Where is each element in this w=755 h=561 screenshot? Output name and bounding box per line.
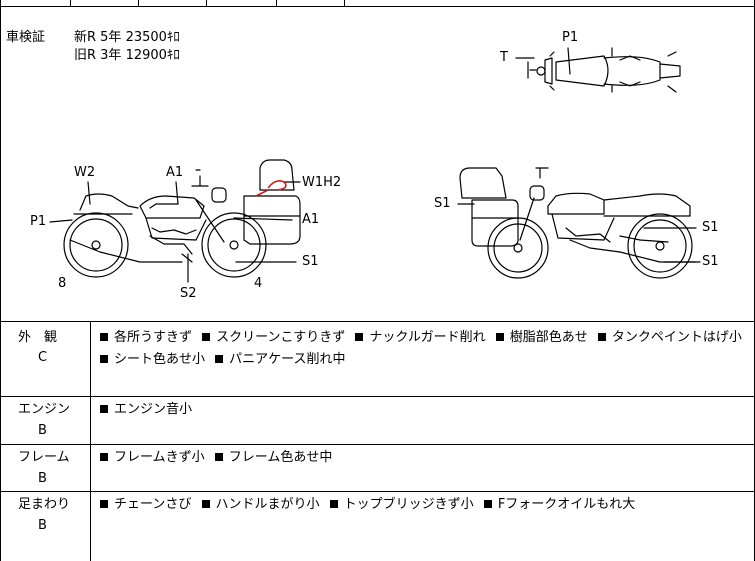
inspection-label: 車検証 bbox=[6, 30, 46, 45]
label-left-w2: W2 bbox=[74, 165, 96, 180]
bullet-icon bbox=[201, 500, 210, 508]
label-left-p1: P1 bbox=[30, 214, 47, 229]
label-left-s1: S1 bbox=[302, 254, 319, 269]
top-border bbox=[0, 6, 755, 7]
bullet-icon bbox=[597, 333, 606, 341]
bullet-icon bbox=[483, 500, 492, 508]
bullet-icon bbox=[215, 355, 224, 363]
section-grade-suspension: B bbox=[38, 518, 47, 533]
left-border bbox=[0, 0, 1, 561]
section-items-suspension: チェーンさび ハンドルまがり小 トップブリッジきず小 Fフォークオイルもれ大 bbox=[100, 494, 635, 516]
label-right-s1-a: S1 bbox=[702, 220, 719, 235]
bullet-icon bbox=[355, 333, 364, 341]
section-items-engine: エンジン音小 bbox=[100, 399, 192, 421]
label-left-w1h2: W1H2 bbox=[302, 175, 342, 190]
bullet-icon bbox=[100, 405, 108, 413]
inspection-old: 旧R 3年 12900ｷﾛ bbox=[74, 48, 180, 63]
bullet-icon bbox=[100, 333, 108, 341]
label-right-s1-b: S1 bbox=[702, 254, 719, 269]
label-top-t: T bbox=[500, 50, 508, 65]
damage-mark-icon bbox=[267, 180, 287, 191]
section-grade-exterior: C bbox=[38, 350, 48, 365]
bullet-icon bbox=[329, 500, 338, 508]
section-grade-frame: B bbox=[38, 471, 47, 486]
label-left-a1-side: A1 bbox=[302, 212, 320, 227]
right-side-bike bbox=[459, 167, 701, 279]
section-title-exterior: 外 観 bbox=[18, 330, 58, 345]
bullet-icon bbox=[100, 355, 108, 363]
inspection-new: 新R 5年 23500ｷﾛ bbox=[74, 30, 180, 45]
section-items-frame: フレームきず小 フレーム色あせ中 bbox=[100, 447, 332, 469]
label-left-8: 8 bbox=[58, 276, 67, 291]
bullet-icon bbox=[495, 333, 504, 341]
section-title-engine: エンジン bbox=[18, 402, 71, 417]
bullet-icon bbox=[100, 453, 108, 461]
section-title-suspension: 足まわり bbox=[18, 497, 71, 512]
section-items-exterior: 各所うすきず スクリーンこすりきず ナックルガード削れ 樹脂部色あせ タンクペイ… bbox=[100, 327, 742, 371]
bullet-icon bbox=[202, 333, 211, 341]
label-left-s2: S2 bbox=[180, 286, 197, 301]
top-view-bike bbox=[527, 47, 681, 93]
section-grade-engine: B bbox=[38, 423, 47, 438]
section-title-frame: フレーム bbox=[18, 450, 70, 465]
label-right-s1-left: S1 bbox=[434, 196, 451, 211]
label-left-a1-top: A1 bbox=[166, 165, 184, 180]
bullet-icon bbox=[100, 500, 108, 508]
left-side-bike bbox=[63, 159, 301, 278]
label-left-4: 4 bbox=[254, 276, 263, 291]
label-top-p1: P1 bbox=[562, 30, 579, 45]
motorcycle-damage-diagram bbox=[49, 47, 701, 283]
column-divider bbox=[90, 321, 91, 561]
bullet-icon bbox=[214, 453, 223, 461]
